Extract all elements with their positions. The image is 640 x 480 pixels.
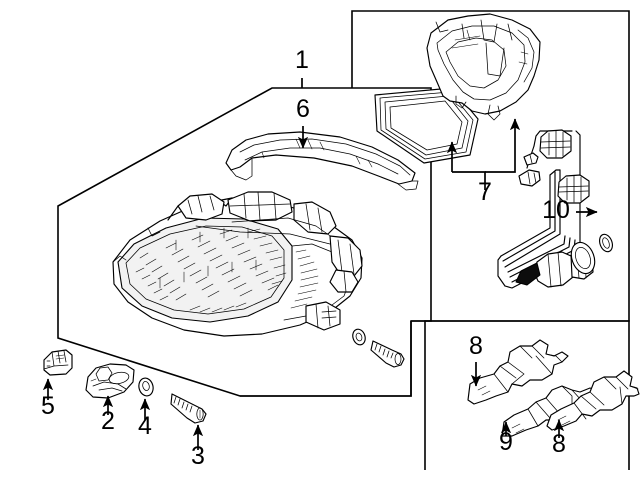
mounting-screw <box>170 393 207 424</box>
mounting-bracket <box>85 363 135 399</box>
callout-label-3: 3 <box>191 442 205 470</box>
callout-label-10: 10 <box>542 196 570 224</box>
callout-label-7: 7 <box>478 178 492 206</box>
clip-retainer <box>43 349 73 376</box>
callout-label-8a: 8 <box>469 332 483 360</box>
callout-label-5: 5 <box>41 392 55 420</box>
wire-harness <box>497 129 613 289</box>
housing-hardware <box>352 328 405 368</box>
leader-7-right <box>485 118 521 173</box>
headlight-housing <box>112 191 363 337</box>
grommet-washer <box>138 377 154 397</box>
callout-label-6: 6 <box>296 95 310 123</box>
callout-label-8b: 8 <box>552 430 566 458</box>
bulb-panel <box>240 321 412 397</box>
upper-trim-molding <box>225 131 419 191</box>
callout-label-9: 9 <box>499 428 513 456</box>
callout-label-2: 2 <box>101 407 115 435</box>
callout-leaders <box>42 78 598 450</box>
headlight-bulb-upper <box>467 339 569 405</box>
callout-labels: 1 6 7 10 5 2 4 3 8 9 8 <box>41 46 570 470</box>
callout-label-4: 4 <box>138 412 152 440</box>
callout-label-1: 1 <box>295 46 309 74</box>
mount-bracket-upper <box>426 13 541 121</box>
